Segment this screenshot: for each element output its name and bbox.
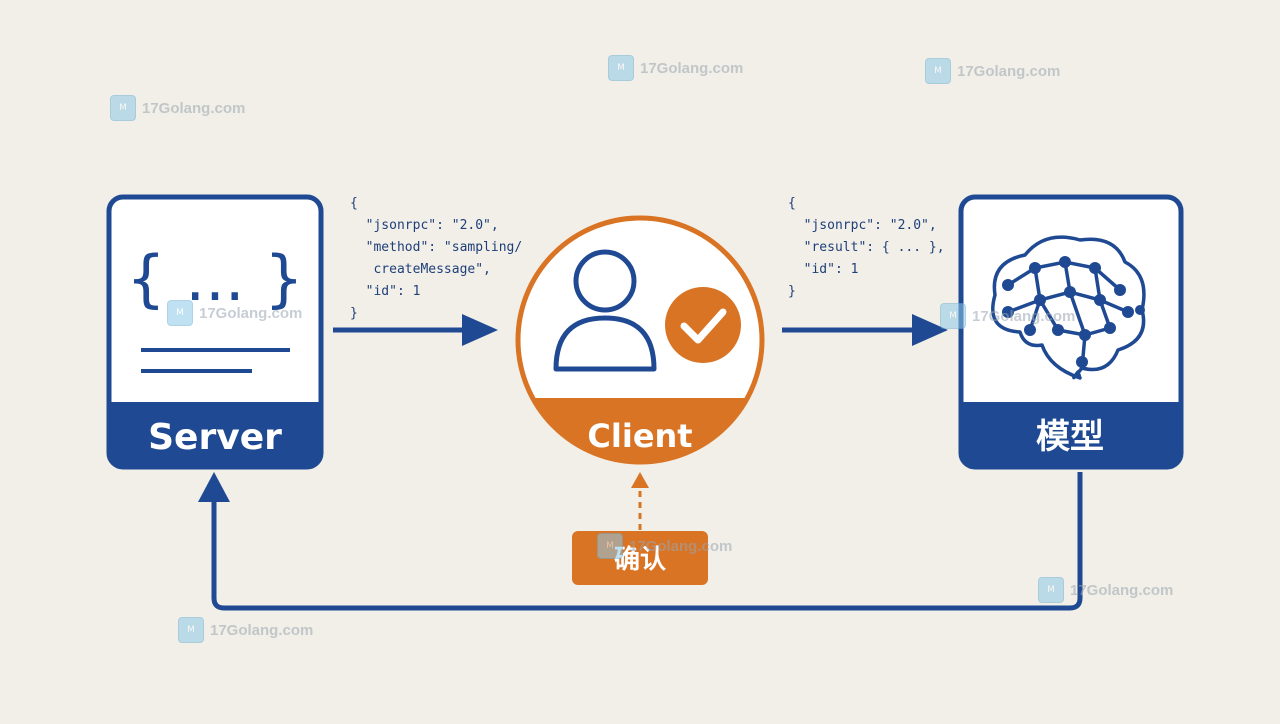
arrow-confirm-to-client [631, 472, 649, 530]
user-icon [553, 249, 657, 372]
server-node: { ... } Server [106, 194, 324, 470]
code-braces-icon: { ... } [126, 242, 303, 315]
client-node: Client [515, 215, 765, 465]
watermark-logo-icon: M [167, 300, 193, 326]
code-line: "jsonrpc": "2.0", [788, 218, 937, 233]
brain-nodes [1002, 256, 1145, 368]
watermark: M 17Golang.com [608, 55, 743, 81]
model-node: 模型 [958, 194, 1184, 470]
arrow-client-to-model [782, 314, 948, 346]
watermark-logo-icon: M [925, 58, 951, 84]
arrow-server-to-client [333, 314, 498, 346]
code-line: "id": 1 [350, 284, 421, 299]
watermark: M 17Golang.com [167, 300, 302, 326]
code-line: } [788, 284, 796, 299]
watermark: M 17Golang.com [940, 303, 1075, 329]
code-line: "method": "sampling/ [350, 240, 523, 255]
watermark-logo-icon: M [608, 55, 634, 81]
server-label: Server [148, 417, 282, 458]
code-line: } [350, 306, 358, 321]
request-json-snippet: { "jsonrpc": "2.0", "method": "sampling/… [350, 193, 522, 325]
watermark-logo-icon: M [940, 303, 966, 329]
check-badge-icon [665, 287, 741, 363]
code-line: "jsonrpc": "2.0", [350, 218, 499, 233]
watermark: M 17Golang.com [110, 95, 245, 121]
response-json-snippet: { "jsonrpc": "2.0", "result": { ... }, "… [788, 193, 945, 303]
watermark-logo-icon: M [110, 95, 136, 121]
server-icon-braces: { ... } [126, 242, 303, 315]
watermark: M 17Golang.com [597, 533, 732, 559]
arrow-model-to-server [198, 472, 1083, 611]
code-line: { [788, 196, 796, 211]
code-line: { [350, 196, 358, 211]
code-line: "id": 1 [788, 262, 859, 277]
watermark: M 17Golang.com [925, 58, 1060, 84]
watermark-logo-icon: M [1038, 577, 1064, 603]
watermark-logo-icon: M [597, 533, 623, 559]
watermark: M 17Golang.com [178, 617, 313, 643]
model-label: 模型 [1036, 417, 1104, 457]
code-line: createMessage", [350, 262, 491, 277]
watermark-logo-icon: M [178, 617, 204, 643]
code-line: "result": { ... }, [788, 240, 945, 255]
client-label: Client [587, 417, 692, 455]
watermark: M 17Golang.com [1038, 577, 1173, 603]
